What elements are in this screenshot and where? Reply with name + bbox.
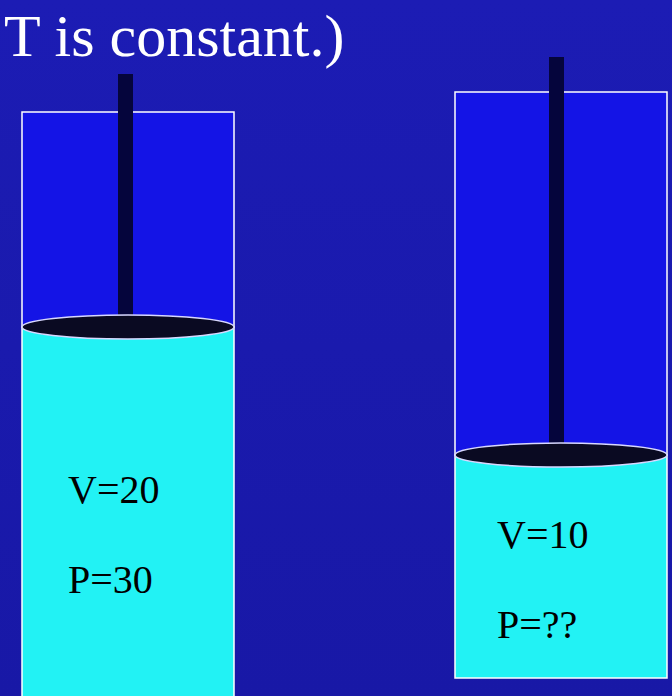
gas-region: V=20P=30 <box>22 340 234 696</box>
pressure-value: P=?? <box>497 605 577 645</box>
slide-heading: T is constant.) <box>4 6 345 66</box>
piston <box>22 315 234 339</box>
piston-rod <box>118 74 133 326</box>
piston-rod <box>549 57 564 455</box>
piston <box>455 443 667 467</box>
volume-value: V=20 <box>68 470 159 510</box>
pressure-value: P=30 <box>68 560 153 600</box>
volume-value: V=10 <box>497 515 588 555</box>
gas-region <box>455 455 667 678</box>
gas-region: V=10P=?? <box>455 468 667 678</box>
gas-region <box>22 327 234 696</box>
